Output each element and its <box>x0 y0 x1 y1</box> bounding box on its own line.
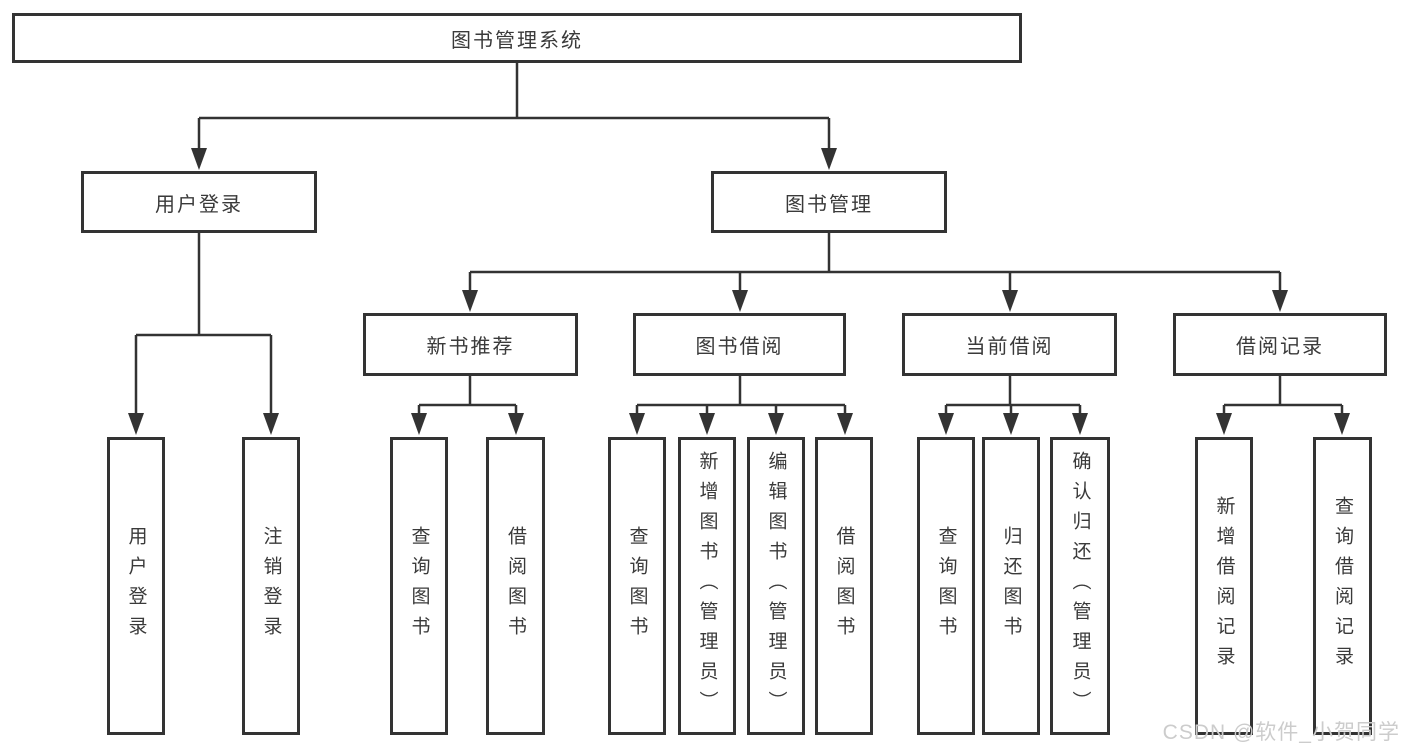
node-label: 图书管理系统 <box>451 29 583 52</box>
node-book-management: 图书管理 <box>711 171 947 233</box>
leaf-user-login: 用户登录 <box>107 437 165 735</box>
node-label: 新增借阅记录 <box>1213 496 1235 676</box>
leaf-confirm-return-admin: 确认归还（管理员） <box>1050 437 1110 735</box>
arrowhead-icon <box>263 413 279 435</box>
arrowhead-icon <box>1003 413 1019 435</box>
arrowhead-icon <box>1002 290 1018 312</box>
node-label: 借阅记录 <box>1236 336 1324 358</box>
leaf-query-borrow-record: 查询借阅记录 <box>1313 437 1372 735</box>
node-current-borrowing: 当前借阅 <box>902 313 1117 376</box>
arrowhead-icon <box>411 413 427 435</box>
node-label: 查询图书 <box>626 526 648 646</box>
arrowhead-icon <box>191 148 207 170</box>
node-label: 确认归还（管理员） <box>1069 451 1091 721</box>
node-label: 查询图书 <box>935 526 957 646</box>
node-label: 借阅图书 <box>505 526 526 646</box>
node-label: 编辑图书（管理员） <box>765 451 787 721</box>
node-label: 查询图书 <box>408 526 430 646</box>
arrowhead-icon <box>128 413 144 435</box>
leaf-add-borrow-record: 新增借阅记录 <box>1195 437 1253 735</box>
leaf-edit-book-admin: 编辑图书（管理员） <box>747 437 805 735</box>
node-label: 图书借阅 <box>695 336 784 358</box>
node-label: 新书推荐 <box>426 336 515 358</box>
node-label: 用户登录 <box>125 526 147 646</box>
node-library-management-system: 图书管理系统 <box>12 13 1022 63</box>
leaf-query-books-borrowing: 查询图书 <box>608 437 666 735</box>
arrowhead-icon <box>508 413 524 435</box>
arrowhead-icon <box>837 413 853 435</box>
node-label: 归还图书 <box>1000 526 1022 646</box>
arrowhead-icon <box>938 413 954 435</box>
node-user-login: 用户登录 <box>81 171 317 233</box>
arrowhead-icon <box>1072 413 1088 435</box>
arrowhead-icon <box>821 148 837 170</box>
arrowhead-icon <box>732 290 748 312</box>
arrowhead-icon <box>699 413 715 435</box>
arrowhead-icon <box>1216 413 1232 435</box>
leaf-query-books-recommend: 查询图书 <box>390 437 448 735</box>
arrowhead-icon <box>1272 290 1288 312</box>
csdn-watermark: CSDN @软件_小贺同学 <box>1162 721 1400 744</box>
leaf-return-books: 归还图书 <box>982 437 1040 735</box>
node-label: 借阅图书 <box>833 526 855 646</box>
arrowhead-icon <box>768 413 784 435</box>
node-label: 新增图书（管理员） <box>696 451 718 721</box>
leaf-add-book-admin: 新增图书（管理员） <box>678 437 736 735</box>
leaf-borrow-books-borrowing: 借阅图书 <box>815 437 873 735</box>
arrowhead-icon <box>1334 413 1350 435</box>
leaf-borrow-books-recommend: 借阅图书 <box>486 437 545 735</box>
node-label: 用户登录 <box>155 193 243 216</box>
node-label: 图书管理 <box>785 193 873 216</box>
node-label: 当前借阅 <box>965 336 1054 358</box>
arrowhead-icon <box>629 413 645 435</box>
node-label: 查询借阅记录 <box>1332 496 1353 676</box>
arrowhead-icon <box>462 290 478 312</box>
node-label: 注销登录 <box>260 526 282 646</box>
node-book-borrowing: 图书借阅 <box>633 313 846 376</box>
node-borrowing-records: 借阅记录 <box>1173 313 1387 376</box>
node-new-book-recommendation: 新书推荐 <box>363 313 578 376</box>
leaf-logout: 注销登录 <box>242 437 300 735</box>
leaf-query-books-current: 查询图书 <box>917 437 975 735</box>
